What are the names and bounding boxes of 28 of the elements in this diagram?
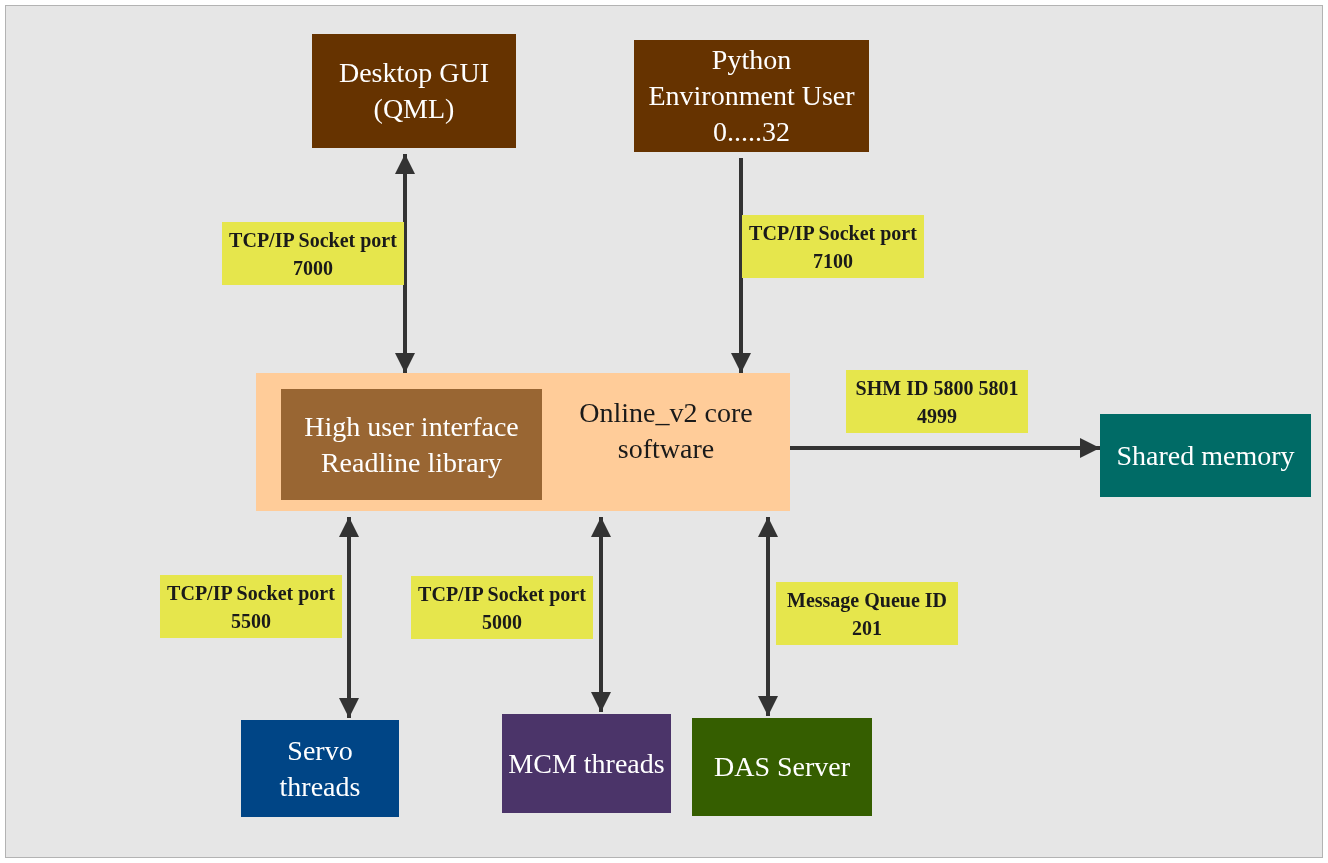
edge-label: TCP/IP Socket port 7100 [742, 215, 924, 278]
arrow [591, 517, 611, 712]
process-box [634, 40, 869, 152]
node-label: Online_v2 core software [578, 396, 754, 466]
process-box [281, 389, 542, 500]
edge-label: SHM ID 5800 5801 4999 [846, 370, 1028, 433]
node-label: High user interface Readline library [303, 409, 520, 480]
process-box [1100, 414, 1311, 497]
node-label: MCM threads [507, 746, 666, 781]
node-label: Shared memory [1115, 438, 1296, 473]
core-panel [256, 373, 790, 511]
process-box [312, 34, 516, 148]
edge-label: TCP/IP Socket port 7000 [222, 222, 404, 285]
node-label: Desktop GUI (QML) [337, 56, 491, 126]
edge-label: Message Queue ID 201 [776, 582, 958, 645]
arrow [758, 517, 778, 716]
arrow [339, 517, 359, 718]
process-box [502, 714, 671, 813]
edge-label: TCP/IP Socket port 5000 [411, 576, 593, 639]
node-label: DAS Server [712, 750, 852, 784]
process-box [241, 720, 399, 817]
process-box [692, 718, 872, 816]
node-label: Python Environment User 0.....32 [647, 43, 856, 149]
arrow [395, 154, 415, 373]
node-label: Servo threads [278, 733, 362, 804]
arrow [790, 438, 1100, 458]
edge-label: TCP/IP Socket port 5500 [160, 575, 342, 638]
arrow [731, 158, 751, 373]
